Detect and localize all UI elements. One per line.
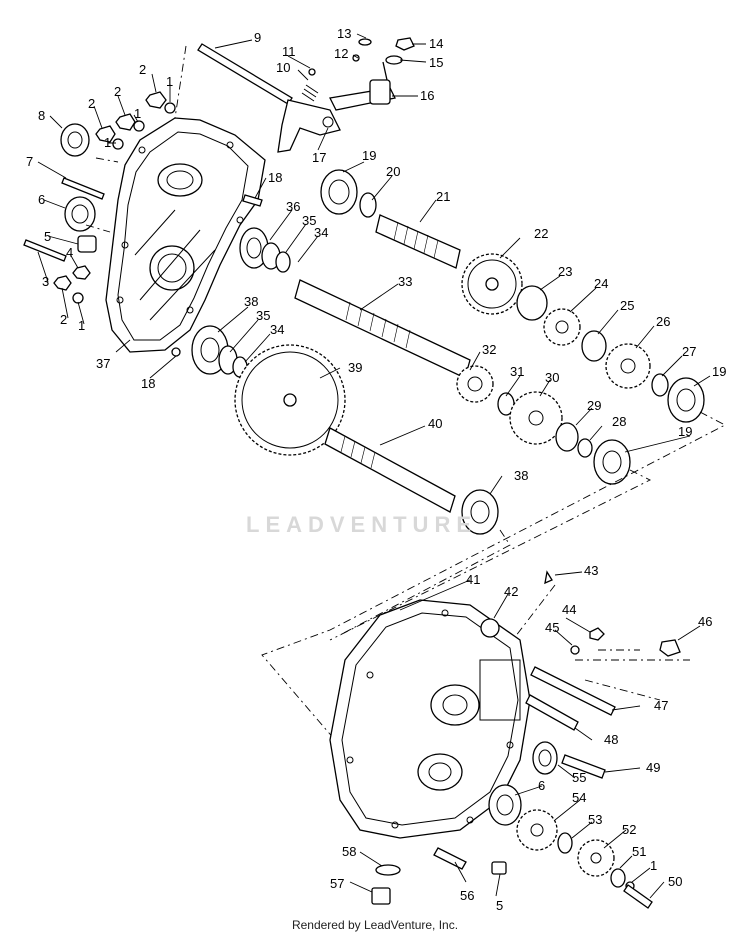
callout-13: 13 xyxy=(337,26,351,41)
callout-5-b: 5 xyxy=(496,898,503,913)
callout-53: 53 xyxy=(588,812,602,827)
callout-16: 16 xyxy=(420,88,434,103)
callout-55: 55 xyxy=(572,770,586,785)
callout-4: 4 xyxy=(66,245,73,260)
callout-56: 56 xyxy=(460,888,474,903)
callout-45: 45 xyxy=(545,620,559,635)
callout-36: 36 xyxy=(286,199,300,214)
left-transmission-case xyxy=(105,117,266,353)
callout-15: 15 xyxy=(429,55,443,70)
callout-19-b: 19 xyxy=(712,364,726,379)
callout-10: 10 xyxy=(276,60,290,75)
callout-33: 33 xyxy=(398,274,412,289)
callout-5-a: 5 xyxy=(44,229,51,244)
callout-49: 49 xyxy=(646,760,660,775)
callout-8: 8 xyxy=(38,108,45,123)
callout-11: 11 xyxy=(282,44,296,59)
callout-39: 39 xyxy=(348,360,362,375)
callout-42: 42 xyxy=(504,584,518,599)
callout-19-a: 19 xyxy=(362,148,376,163)
callout-31: 31 xyxy=(510,364,524,379)
upper-shaft-components xyxy=(191,169,471,379)
leader-lines xyxy=(37,33,711,899)
callout-21: 21 xyxy=(436,189,450,204)
lower-fasteners xyxy=(371,570,681,909)
fasteners-left xyxy=(23,91,263,357)
callout-14: 14 xyxy=(429,36,443,51)
callout-2-c: 2 xyxy=(88,96,95,111)
callout-38-a: 38 xyxy=(244,294,258,309)
callout-41: 41 xyxy=(466,572,480,587)
callout-6-b: 6 xyxy=(538,778,545,793)
callout-38-b: 38 xyxy=(514,468,528,483)
callout-27: 27 xyxy=(682,344,696,359)
callout-9: 9 xyxy=(254,30,261,45)
right-transmission-case xyxy=(329,599,531,839)
callout-50: 50 xyxy=(668,874,682,889)
callout-52: 52 xyxy=(622,822,636,837)
callout-22: 22 xyxy=(534,226,548,241)
callout-37: 37 xyxy=(96,356,110,371)
callout-58: 58 xyxy=(342,844,356,859)
callout-40: 40 xyxy=(428,416,442,431)
callout-26: 26 xyxy=(656,314,670,329)
callout-47: 47 xyxy=(654,698,668,713)
callout-18-a: 18 xyxy=(141,376,155,391)
callout-35-a: 35 xyxy=(302,213,316,228)
callout-1-e: 1 xyxy=(650,858,657,873)
callout-labels: 9 11 10 13 12 14 15 16 17 2 1 2 1 2 1 8 … xyxy=(26,26,726,913)
callout-2-d: 2 xyxy=(60,312,67,327)
callout-3: 3 xyxy=(42,274,49,289)
callout-6-a: 6 xyxy=(38,192,45,207)
callout-1-a: 1 xyxy=(166,74,173,89)
callout-7: 7 xyxy=(26,154,33,169)
callout-32: 32 xyxy=(482,342,496,357)
callout-1-b: 1 xyxy=(134,106,141,121)
callout-35-b: 35 xyxy=(256,308,270,323)
callout-28: 28 xyxy=(612,414,626,429)
shift-fork-assembly xyxy=(197,37,415,153)
callout-54: 54 xyxy=(572,790,586,805)
callout-23: 23 xyxy=(558,264,572,279)
callout-24: 24 xyxy=(594,276,608,291)
footer-credit: Rendered by LeadVenture, Inc. xyxy=(291,918,459,932)
callout-51: 51 xyxy=(632,844,646,859)
callout-29: 29 xyxy=(587,398,601,413)
callout-46: 46 xyxy=(698,614,712,629)
callout-20: 20 xyxy=(386,164,400,179)
assembly-center-lines xyxy=(85,45,726,741)
callout-1-d: 1 xyxy=(78,318,85,333)
callout-1-c: 1 xyxy=(104,135,111,150)
callout-48: 48 xyxy=(604,732,618,747)
callout-43: 43 xyxy=(584,563,598,578)
callout-44: 44 xyxy=(562,602,576,617)
callout-17: 17 xyxy=(312,150,326,165)
watermark-text: LEADVENTURE xyxy=(246,512,478,537)
callout-57: 57 xyxy=(330,876,344,891)
callout-34-a: 34 xyxy=(314,225,328,240)
callout-2-a: 2 xyxy=(139,62,146,77)
callout-18-b: 18 xyxy=(268,170,282,185)
callout-2-b: 2 xyxy=(114,84,121,99)
callout-12: 12 xyxy=(334,46,348,61)
callout-34-b: 34 xyxy=(270,322,284,337)
callout-19-c: 19 xyxy=(678,424,692,439)
gear-set xyxy=(234,253,705,535)
callout-25: 25 xyxy=(620,298,634,313)
callout-30: 30 xyxy=(545,370,559,385)
